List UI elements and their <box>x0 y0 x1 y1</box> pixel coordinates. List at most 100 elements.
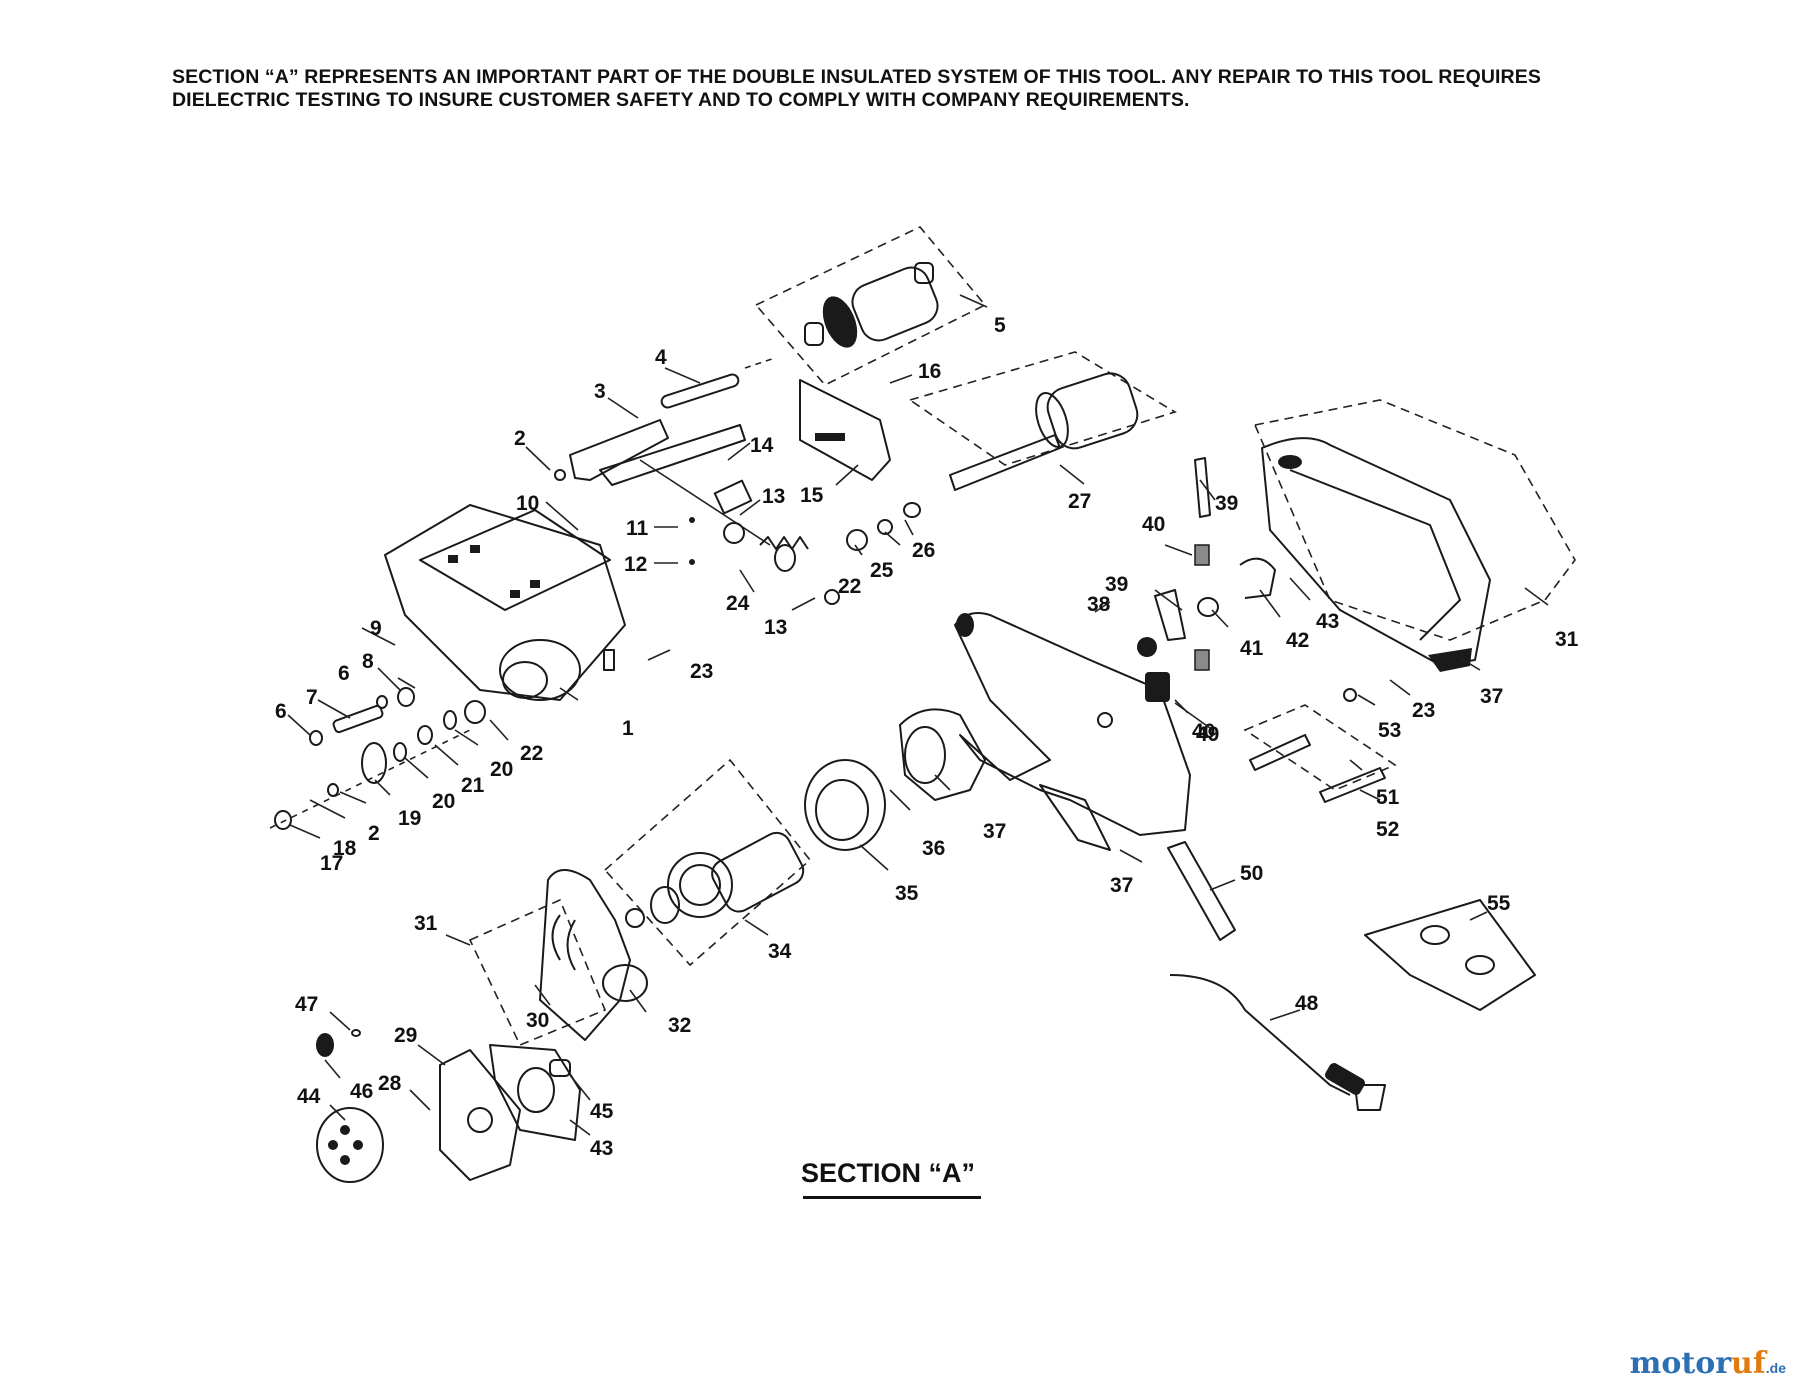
callout-45: 45 <box>590 1100 614 1123</box>
callout-23b: 23 <box>1412 699 1435 722</box>
callout-18: 18 <box>333 837 357 860</box>
callout-1: 1 <box>622 717 634 740</box>
rotor-box-33 <box>603 758 812 967</box>
callout-52: 51 <box>1376 786 1400 809</box>
strain-relief-50 <box>1167 841 1236 941</box>
watermark-accent: uf <box>1731 1346 1766 1381</box>
drive-gear-46 <box>316 1107 384 1183</box>
callout-27: 27 <box>1068 490 1091 513</box>
callout-10: 10 <box>516 492 539 515</box>
callout-51: 48 <box>1295 992 1319 1015</box>
callout-13a: 13 <box>762 485 785 508</box>
callout-28: 28 <box>378 1072 402 1095</box>
callout-14: 14 <box>750 434 774 457</box>
callout-33: 34 <box>768 940 792 963</box>
callout-37a: 37 <box>1480 685 1503 708</box>
watermark-tld: .de <box>1765 1360 1786 1376</box>
callout-12: 12 <box>624 553 647 576</box>
section-a-title-text: SECTION “A” <box>801 1158 976 1188</box>
callout-25: 25 <box>870 559 894 582</box>
plate-box-52 <box>1243 704 1397 791</box>
callout-6a: 6 <box>338 662 350 685</box>
pinion-47 <box>316 1033 334 1057</box>
watermark-main: motor <box>1629 1346 1732 1381</box>
callout-39b: 39 <box>1105 573 1128 596</box>
callout-23a: 23 <box>690 660 713 683</box>
callout-42: 42 <box>1286 629 1309 652</box>
callouts: 5 4 3 2 16 14 15 13 10 11 12 27 39 26 25… <box>275 294 1579 1160</box>
callout-16: 16 <box>918 360 941 383</box>
callout-2a: 2 <box>514 427 526 450</box>
callout-2b: 2 <box>368 822 380 845</box>
callout-6b: 6 <box>275 700 287 723</box>
callout-55: 55 <box>1487 892 1511 915</box>
section-a-underline <box>803 1196 981 1199</box>
callout-20a: 20 <box>490 758 513 781</box>
callout-37b: 37 <box>1110 874 1133 897</box>
callout-19: 19 <box>398 807 421 830</box>
callout-21: 21 <box>461 774 485 797</box>
callout-47: 46 <box>350 1080 373 1103</box>
screw-54 <box>1343 688 1357 702</box>
dielectric-notice: SECTION “A” REPRESENTS AN IMPORTANT PART… <box>172 66 1692 112</box>
main-housing-1 <box>384 504 626 701</box>
callout-22a: 22 <box>838 575 861 598</box>
callout-7: 7 <box>306 686 318 709</box>
housing-box-31-right <box>1253 399 1576 641</box>
callout-31a: 31 <box>1555 628 1579 651</box>
callout-31b: 31 <box>414 912 438 935</box>
gear-stack-left <box>269 687 486 830</box>
callout-8: 8 <box>362 650 374 673</box>
callout-13b: 13 <box>764 616 787 639</box>
callout-40b: 40 <box>1192 720 1215 743</box>
armature-box-5 <box>754 226 987 386</box>
bushing-45 <box>549 1059 571 1077</box>
plate-52 <box>1249 734 1311 771</box>
brush-holder-15 <box>799 379 891 481</box>
callout-20b: 20 <box>432 790 455 813</box>
fan-baffle-34 <box>804 759 886 851</box>
callout-41: 41 <box>1240 637 1264 660</box>
callout-44: 43 <box>590 1137 613 1160</box>
power-cord-51 <box>1169 974 1386 1111</box>
armature-5 <box>804 262 939 348</box>
gear-plate-29 <box>439 1049 521 1181</box>
plate-53 <box>1319 767 1386 803</box>
callout-15: 15 <box>800 484 824 507</box>
callout-38: 38 <box>1087 593 1111 616</box>
callout-53: 52 <box>1376 818 1399 841</box>
callout-35: 36 <box>922 837 945 860</box>
field-housing-36 <box>899 708 986 801</box>
callout-48: 47 <box>295 993 318 1016</box>
callout-4: 4 <box>655 346 667 369</box>
small-hardware <box>554 469 921 605</box>
callout-30: 30 <box>526 1009 549 1032</box>
callout-43: 43 <box>1316 610 1339 633</box>
callout-49: 49 <box>1196 723 1219 746</box>
watermark-logo: motoruf.de <box>1630 1346 1786 1381</box>
motor-housing-32 <box>539 869 648 1041</box>
callout-36: 37 <box>983 820 1006 843</box>
callout-5: 5 <box>994 314 1006 337</box>
callout-32: 32 <box>668 1014 691 1037</box>
callout-46: 44 <box>297 1085 321 1108</box>
callout-11: 11 <box>626 517 649 540</box>
notice-line-1: SECTION “A” REPRESENTS AN IMPORTANT PART… <box>172 66 1541 88</box>
callout-50: 50 <box>1240 862 1263 885</box>
callout-3: 3 <box>594 380 606 403</box>
callout-39a: 39 <box>1215 492 1238 515</box>
callout-24: 24 <box>726 592 750 615</box>
armature-27 <box>949 372 1139 491</box>
callout-9: 9 <box>370 617 382 640</box>
bracket-box-31-left <box>468 898 607 1047</box>
shaft-4 <box>660 357 776 409</box>
armature-box-27 <box>908 351 1177 466</box>
callout-26: 26 <box>912 539 935 562</box>
gasket-44 <box>489 1044 581 1141</box>
callout-22b: 22 <box>520 742 543 765</box>
callout-17: 17 <box>320 852 343 875</box>
bracket-3 <box>569 419 771 546</box>
section-a-title: SECTION “A” <box>801 1158 975 1189</box>
rotor-33 <box>625 831 805 928</box>
